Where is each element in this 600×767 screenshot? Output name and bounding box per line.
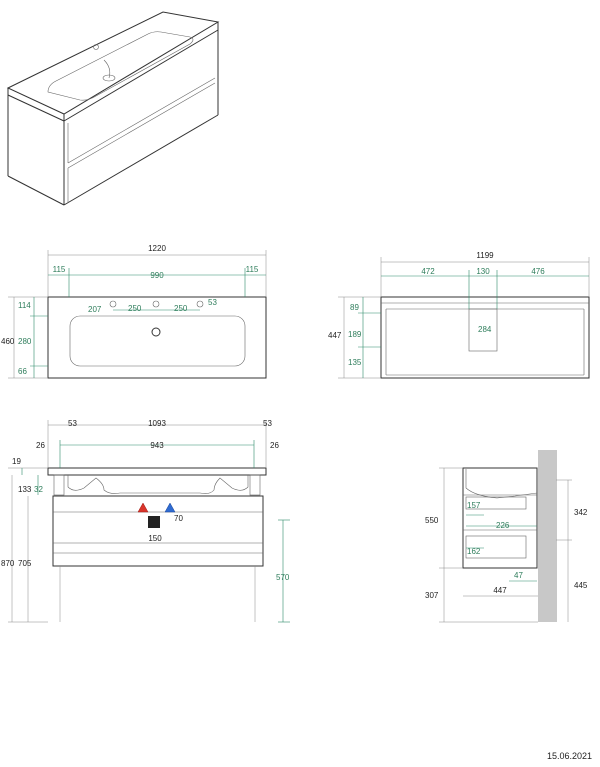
iso-drain	[102, 74, 116, 82]
dim-pipe-offset: 70	[174, 514, 183, 523]
dim-rear-height-total: 870	[1, 559, 15, 568]
rear-cabinet	[52, 495, 264, 567]
dim-front-middle: 130	[476, 267, 490, 276]
drawing-date: 15.06.2021	[546, 751, 592, 761]
dim-side-drawer-lower-offset: 47	[514, 571, 523, 580]
dim-rear-top-thickness: 19	[12, 457, 21, 466]
dim-side-drawer-upper-width: 226	[496, 521, 510, 530]
front-view-outline	[380, 296, 590, 379]
isometric-view	[6, 11, 220, 206]
dim-side-floor-clearance: 307	[425, 591, 439, 600]
dim-top-depth-basin: 280	[18, 337, 32, 346]
rear-basin-profile	[67, 475, 249, 494]
side-cabinet	[462, 467, 538, 569]
dim-front-middle-gap: 189	[348, 330, 362, 339]
bracket-right	[249, 474, 261, 496]
dim-front-depth-total: 447	[328, 331, 342, 340]
iso-tap-hole	[93, 44, 99, 50]
iso-drain-curve	[103, 59, 111, 79]
dim-tap-offset: 207	[88, 305, 102, 314]
dim-front-bottom-gap: 135	[348, 358, 362, 367]
dim-rear-width-inner: 943	[150, 441, 164, 450]
hot-water-icon	[137, 502, 149, 513]
dim-top-depth-back: 114	[18, 301, 31, 310]
top-view-basin	[69, 315, 246, 367]
iso-drawer-lower	[67, 82, 216, 169]
dim-top-depth-front: 66	[18, 367, 27, 376]
dim-side-drawer-lower-depth: 162	[467, 547, 481, 556]
dim-top-width-total: 1220	[148, 244, 166, 253]
dim-rear-height-cabinet: 705	[18, 559, 32, 568]
top-view: 1220 990 115 115 460 114 280 66 207 250 …	[1, 244, 267, 379]
side-drawer-upper	[465, 496, 527, 510]
front-view-cutout	[468, 308, 498, 352]
dim-side-drawer-upper-depth: 157	[467, 501, 481, 510]
dim-drain-height: 570	[276, 573, 290, 582]
dim-hole-spacing-right: 250	[174, 304, 188, 313]
dim-front-width-total: 1199	[476, 251, 494, 260]
dim-pipe-spacing: 150	[148, 534, 162, 543]
cold-water-icon	[164, 502, 176, 513]
dim-top-side-right: 115	[246, 265, 259, 274]
drain-hole	[151, 327, 161, 337]
dim-side-floor-to-bottom: 445	[574, 581, 588, 590]
iso-countertop	[6, 11, 220, 115]
side-view: 550 342 157 226 162 47 447 307 445	[425, 450, 588, 623]
dim-hole-edge: 53	[208, 298, 217, 307]
rear-view: 53 1093 53 26 943 26 19 133 32 870 705 7…	[1, 419, 290, 623]
dim-rear-inner-left: 26	[36, 441, 45, 450]
dim-top-side-left: 115	[53, 265, 66, 274]
dim-rear-inner-right: 26	[270, 441, 279, 450]
dim-top-depth-total: 460	[1, 337, 15, 346]
tap-hole-left	[109, 300, 117, 308]
side-drawer-lower	[465, 535, 527, 559]
dim-front-right: 476	[531, 267, 545, 276]
dim-front-left: 472	[421, 267, 435, 276]
tap-hole-center	[152, 300, 160, 308]
dim-top-width-inner: 990	[150, 271, 164, 280]
dim-side-depth-total: 447	[493, 586, 507, 595]
dim-rear-side-right: 53	[263, 419, 272, 428]
dim-rear-side-left: 53	[68, 419, 77, 428]
drain-connection	[148, 516, 160, 528]
dim-hole-spacing-left: 250	[128, 304, 142, 313]
dim-side-drawer-upper-height: 342	[574, 508, 588, 517]
bracket-left	[53, 474, 65, 496]
top-view-outline	[47, 296, 267, 379]
dim-rear-bracket-offset: 32	[34, 485, 43, 494]
dim-side-height-cabinet: 550	[425, 516, 439, 525]
dim-front-top-gap: 89	[350, 303, 359, 312]
rear-countertop	[47, 467, 267, 476]
tap-hole-right	[196, 300, 204, 308]
dim-rear-width-total: 1093	[148, 419, 166, 428]
front-view: 1199 472 130 476 447 89 189 135 284	[328, 251, 590, 379]
side-basin	[465, 469, 538, 499]
dim-front-cutout: 284	[478, 325, 492, 334]
dim-rear-bracket-height: 133	[18, 485, 32, 494]
wall	[538, 450, 557, 622]
iso-basin	[47, 31, 194, 101]
